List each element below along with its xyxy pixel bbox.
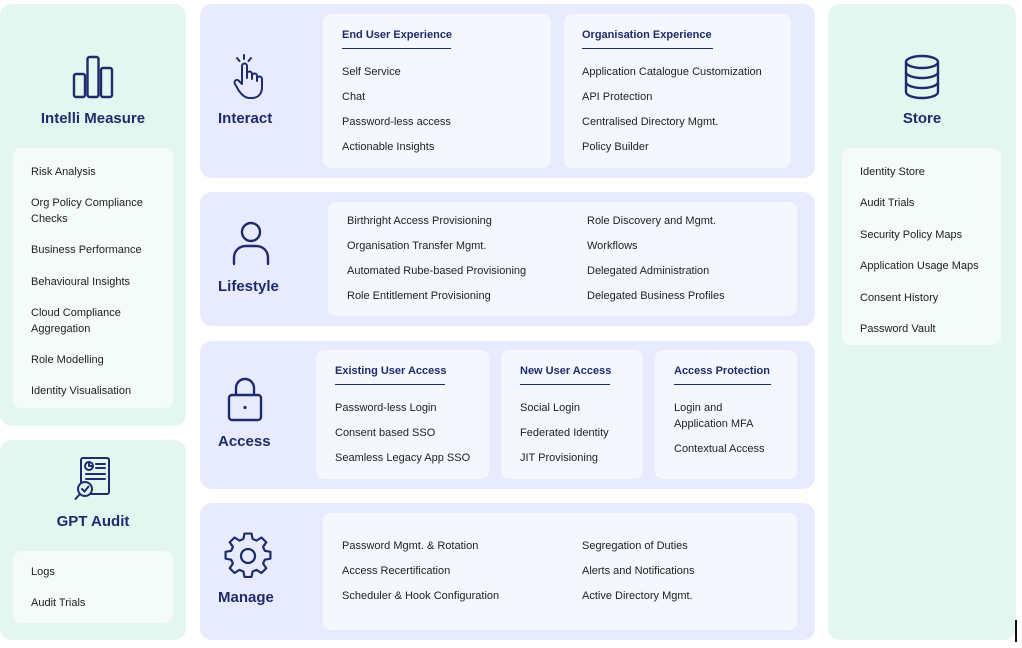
- list-item: API Protection: [582, 91, 653, 103]
- list-item: Org Policy Compliance Checks: [31, 197, 143, 225]
- organisation-experience-card: Organisation Experience Application Cata…: [564, 14, 791, 168]
- card-title-underline: [520, 384, 610, 385]
- list-item: Logs: [31, 566, 55, 578]
- interact-panel: Interact End User Experience Self Servic…: [200, 4, 815, 178]
- list-item: JIT Provisioning: [520, 452, 599, 464]
- list-item: Role Entitlement Provisioning: [347, 290, 491, 302]
- card-title-underline: [342, 48, 451, 49]
- text-cursor: [1015, 620, 1017, 642]
- intelli-measure-title: Intelli Measure: [40, 110, 146, 127]
- lifestyle-title: Lifestyle: [218, 278, 279, 295]
- lifestyle-card: Birthright Access Provisioning Organisat…: [328, 202, 797, 316]
- list-item: Audit Trials: [31, 597, 86, 609]
- card-title: New User Access: [520, 365, 612, 377]
- list-item: Workflows: [587, 240, 638, 252]
- list-item: Self Service: [342, 66, 401, 78]
- list-item: Role Discovery and Mgmt.: [587, 215, 716, 227]
- list-item: Identity Store: [860, 166, 925, 178]
- access-title: Access: [218, 433, 271, 450]
- access-protection-card: Access Protection Login and Application …: [655, 350, 797, 479]
- list-item: Contextual Access: [674, 443, 765, 455]
- list-item: Identity Visualisation: [31, 385, 132, 397]
- padlock-icon: [227, 377, 263, 422]
- store-list: Identity Store Audit Trials Security Pol…: [842, 148, 1001, 345]
- card-title-underline: [335, 384, 445, 385]
- existing-user-access-card: Existing User Access Password-less Login…: [316, 350, 489, 479]
- list-item: Delegated Business Profiles: [587, 290, 725, 302]
- list-item: Security Policy Maps: [860, 229, 963, 241]
- pointer-hand-icon: [233, 54, 263, 99]
- store-panel: Store Identity Store Audit Trials Securi…: [828, 4, 1016, 640]
- lifestyle-panel: Lifestyle Birthright Access Provisioning…: [200, 192, 815, 326]
- gpt-audit-list: Logs Audit Trials: [13, 551, 173, 623]
- list-item: Consent History: [860, 292, 939, 304]
- list-item: Role Modelling: [31, 354, 104, 366]
- list-item: Centralised Directory Mgmt.: [582, 116, 719, 128]
- end-user-experience-card: End User Experience Self Service Chat Pa…: [323, 14, 551, 168]
- list-item: Organisation Transfer Mgmt.: [347, 240, 487, 252]
- card-title: End User Experience: [342, 29, 453, 41]
- list-item: Social Login: [520, 402, 580, 414]
- intelli-measure-list: Risk Analysis Org Policy Compliance Chec…: [13, 148, 173, 408]
- list-item: Actionable Insights: [342, 141, 435, 153]
- card-title: Existing User Access: [335, 365, 447, 377]
- list-item: Access Recertification: [342, 565, 451, 577]
- list-item: Segregation of Duties: [582, 540, 688, 552]
- gear-icon: [224, 532, 272, 579]
- store-title: Store: [902, 110, 942, 127]
- list-item: Password-less access: [342, 116, 451, 128]
- card-title: Access Protection: [674, 365, 770, 377]
- list-item: Chat: [342, 91, 366, 103]
- list-item: Automated Rube-based Provisioning: [347, 265, 527, 277]
- new-user-access-card: New User Access Social Login Federated I…: [501, 350, 643, 479]
- manage-card: Password Mgmt. & Rotation Access Recerti…: [323, 513, 797, 630]
- access-panel: Access Existing User Access Password-les…: [200, 341, 815, 489]
- interact-title: Interact: [218, 110, 273, 127]
- list-item: Application Catalogue Customization: [582, 66, 762, 78]
- card-title-underline: [582, 48, 713, 49]
- report-audit-icon: [74, 457, 110, 500]
- manage-title: Manage: [218, 589, 274, 606]
- card-title-underline: [674, 384, 771, 385]
- list-item: Cloud Compliance Aggregation: [31, 307, 121, 335]
- list-item: Consent based SSO: [335, 427, 436, 439]
- list-item: Delegated Administration: [587, 265, 710, 277]
- list-item: Password Mgmt. & Rotation: [342, 540, 479, 552]
- card-title: Organisation Experience: [582, 29, 712, 41]
- gpt-audit-panel: GPT Audit Logs Audit Trials: [0, 440, 186, 640]
- list-item: Scheduler & Hook Configuration: [342, 590, 500, 602]
- list-item: Password Vault: [860, 323, 936, 335]
- list-item: Seamless Legacy App SSO: [335, 452, 471, 464]
- intelli-measure-panel: Intelli Measure Risk Analysis Org Policy…: [0, 4, 186, 426]
- list-item: Behavioural Insights: [31, 276, 131, 288]
- list-item: Application Usage Maps: [860, 260, 979, 272]
- list-item: Birthright Access Provisioning: [347, 215, 492, 227]
- list-item: Alerts and Notifications: [582, 565, 695, 577]
- gpt-audit-title: GPT Audit: [56, 513, 130, 530]
- list-item: Policy Builder: [582, 141, 649, 153]
- list-item: Audit Trials: [860, 197, 915, 209]
- list-item: Active Directory Mgmt.: [582, 590, 693, 602]
- list-item: Business Performance: [31, 244, 142, 256]
- database-icon: [904, 54, 940, 100]
- user-icon: [232, 221, 270, 266]
- manage-panel: Manage Password Mgmt. & Rotation Access …: [200, 503, 815, 640]
- list-item: Risk Analysis: [31, 166, 96, 178]
- list-item: Password-less Login: [335, 402, 437, 414]
- list-item: Federated Identity: [520, 427, 609, 439]
- list-item: Login and Application MFA: [674, 402, 754, 430]
- bar-chart-icon: [72, 55, 114, 99]
